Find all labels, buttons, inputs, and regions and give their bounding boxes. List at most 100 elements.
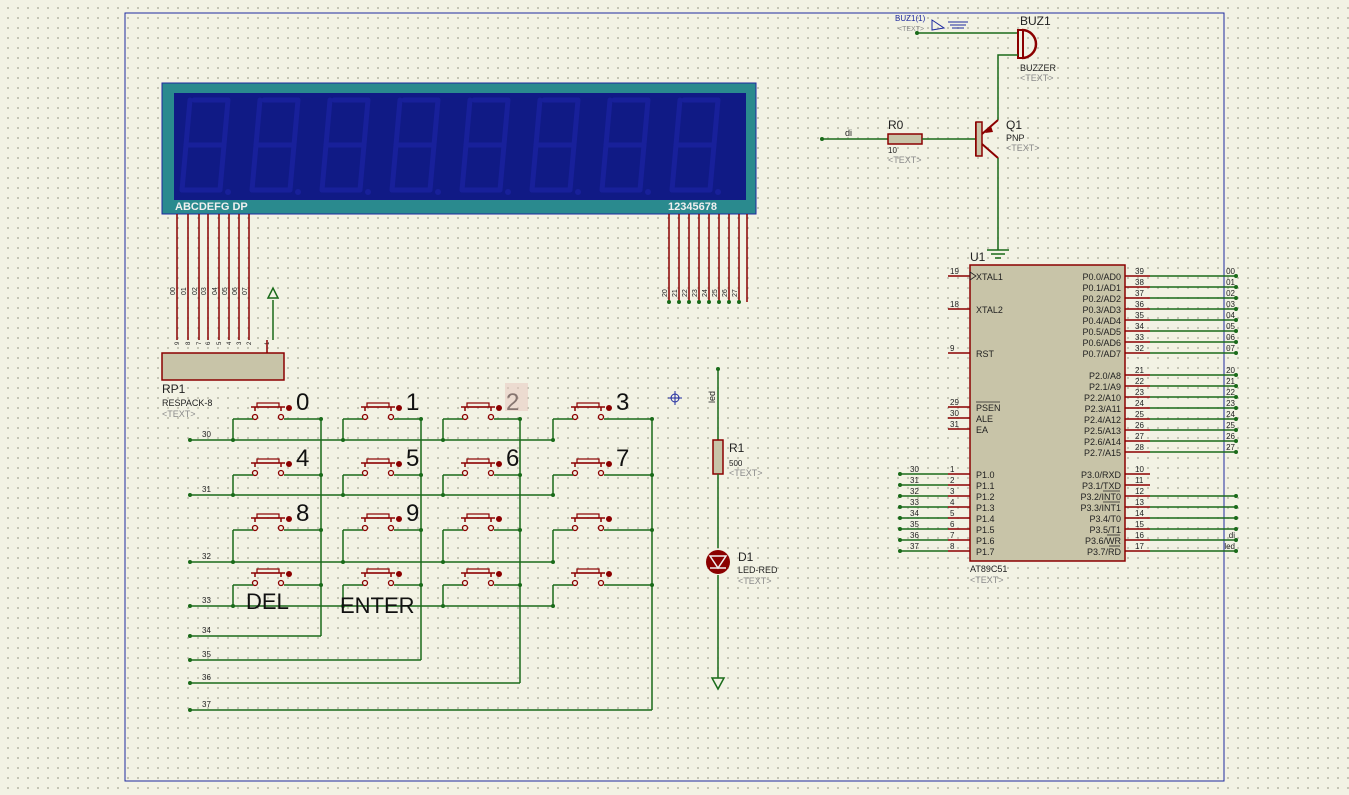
keypad-key[interactable]: 7 (551, 445, 654, 497)
buzzer-text: <TEXT> (1020, 73, 1054, 83)
keypad-key[interactable]: 6 (441, 445, 522, 497)
mcu-pin-number: 23 (1135, 388, 1144, 397)
keypad-key[interactable]: 1 (341, 389, 423, 442)
respack-body (161, 352, 285, 381)
digit-pin-labels: 12345678 (668, 201, 717, 213)
seven-segment-display[interactable]: ABCDEFG DP 12345678 (161, 82, 757, 215)
mcu-left-pin[interactable]: 3P1.232 (898, 487, 995, 502)
selected-key-highlight (505, 383, 528, 411)
mcu-net-label: 00 (1226, 267, 1235, 276)
mcu-pin-number: 37 (1135, 289, 1144, 298)
mcu-left-pin[interactable]: 5P1.434 (898, 509, 995, 524)
mcu-left-pin[interactable]: 2P1.131 (898, 476, 995, 491)
resistor-r1[interactable] (712, 439, 724, 475)
led-net-label: led (707, 391, 717, 403)
display-digits (179, 97, 721, 195)
resistor-r0[interactable] (887, 133, 923, 145)
mcu-pin-number: 35 (1135, 311, 1144, 320)
d1-value: LED-RED (738, 565, 778, 575)
keypad-key[interactable] (441, 513, 522, 564)
microcontroller-u1[interactable]: U1 AT89C51 <TEXT> 19XTAL118XTAL29RST29PS… (898, 250, 1238, 585)
keypad-key[interactable]: 5 (341, 445, 423, 497)
keypad-key[interactable] (231, 568, 323, 608)
segment-net-label: 03 (201, 287, 208, 295)
mcu-net-label: 37 (910, 542, 919, 551)
buzzer-terminal-text: <TEXT> (898, 26, 924, 33)
d1-text: <TEXT> (738, 576, 772, 586)
keypad-key[interactable]: 0 (231, 389, 323, 442)
segment-pin: 03 (201, 214, 209, 340)
mcu-left-pin[interactable]: 6P1.535 (898, 520, 995, 535)
keypad-key[interactable]: 4 (231, 445, 323, 497)
keypad-key[interactable]: 8 (231, 500, 323, 564)
r1-value: 500 (729, 459, 743, 468)
respack-ref: RP1 (162, 382, 186, 396)
buzzer-circuit[interactable]: BUZ1(1) <TEXT> BUZ1 BUZZER <TEXT> di R0 … (820, 14, 1057, 259)
keypad-key-label: 9 (406, 500, 419, 527)
mcu-pin-name: P1.4 (976, 514, 995, 524)
keypad-key[interactable] (441, 568, 522, 608)
mcu-left-pin[interactable]: 1P1.030 (898, 465, 995, 480)
keypad-key[interactable] (551, 513, 654, 564)
mcu-left-pin[interactable]: 8P1.737 (898, 542, 995, 557)
mcu-pin-name: P1.1 (976, 481, 995, 491)
keypad-key[interactable] (551, 568, 654, 608)
keypad-key[interactable]: 9 (341, 500, 423, 564)
keypad-col-net-label: 36 (202, 673, 211, 682)
display-digit (179, 97, 231, 195)
mcu-left-pin[interactable]: 7P1.636 (898, 531, 995, 546)
mcu-left-pin[interactable]: 4P1.333 (898, 498, 995, 513)
mcu-pin-number: 28 (1135, 443, 1144, 452)
mcu-net-label: 32 (910, 487, 919, 496)
display-digit (389, 97, 441, 195)
keypad-key[interactable] (341, 568, 423, 608)
mcu-pin-name: P0.4/AD4 (1082, 316, 1121, 326)
r1-text: <TEXT> (729, 468, 763, 478)
mcu-pin-name: P2.1/A9 (1089, 382, 1121, 392)
mcu-pin-number: 5 (950, 509, 955, 518)
mcu-pin-number: 32 (1135, 344, 1144, 353)
mcu-pin-number: 11 (1135, 476, 1144, 485)
mcu-pin-number: 10 (1135, 465, 1144, 474)
transistor-q1-icon[interactable] (975, 119, 999, 159)
keypad-key[interactable]: 3 (551, 389, 654, 442)
keypad-key-label: 0 (296, 389, 309, 416)
keypad[interactable]: 0123456789 (231, 389, 654, 608)
led-circuit[interactable]: led R1 500 <TEXT> D1 LED-RED <TEXT> (706, 367, 778, 691)
ground-icon (987, 249, 1009, 259)
